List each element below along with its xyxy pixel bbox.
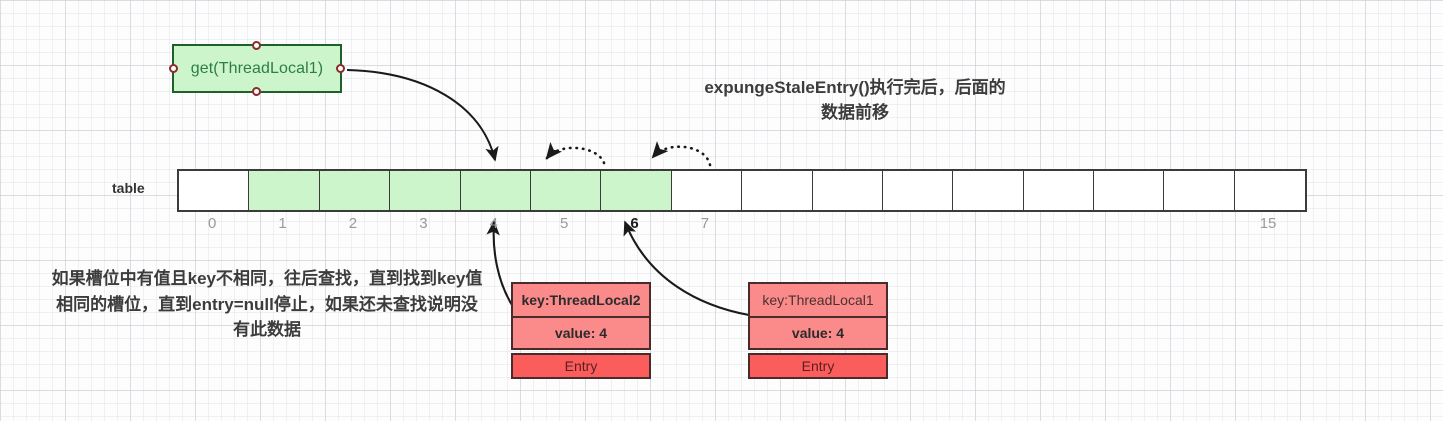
entry-key: key:ThreadLocal1 [748, 282, 888, 316]
table-label: table [112, 180, 145, 196]
get-threadlocal-node[interactable]: get(ThreadLocal1) [169, 41, 345, 96]
table-slot[interactable] [1234, 171, 1306, 210]
table-slot-index: 6 [630, 215, 639, 232]
entry-key: key:ThreadLocal2 [511, 282, 651, 316]
port-left[interactable] [169, 63, 178, 73]
table-slot-index [1022, 215, 1092, 237]
port-right[interactable] [336, 63, 345, 73]
table-slot[interactable] [882, 171, 954, 210]
table-slot[interactable] [530, 171, 602, 210]
table-slot-index [811, 215, 881, 237]
port-top[interactable] [252, 41, 261, 50]
table-slot[interactable] [671, 171, 743, 210]
table-slot[interactable] [1094, 171, 1165, 210]
lookup-note-text: 如果槽位中有值且key不相同，往后查找，直到找到key值相同的槽位，直到entr… [51, 269, 483, 339]
arrow-shift-7-to-6 [651, 141, 712, 167]
entry-footer: Entry [748, 353, 888, 379]
table-slot[interactable] [390, 171, 461, 210]
entry-card-threadlocal2: key:ThreadLocal2 value: 4 Entry [511, 282, 651, 379]
table-index-labels: 0 1 2 3 4 5 6 7 15 [177, 215, 1303, 237]
table-slot[interactable] [1164, 171, 1235, 210]
arrow-get-to-slot4 [346, 68, 499, 162]
table-slot-index: 1 [278, 215, 287, 232]
table-slot-index: 4 [489, 215, 498, 232]
port-bottom[interactable] [252, 87, 261, 96]
table-slot[interactable] [812, 171, 883, 210]
table-slots [177, 169, 1308, 212]
table-slot-index: 15 [1259, 215, 1277, 232]
table-slot-index: 2 [348, 215, 358, 232]
get-node-label: get(ThreadLocal1) [190, 59, 324, 77]
entry-footer: Entry [511, 353, 651, 379]
table-slot-index: 3 [419, 215, 428, 232]
arrow-shift-6-to-5 [545, 141, 606, 165]
table-slot-index: 0 [208, 215, 217, 232]
table-slot[interactable] [319, 171, 391, 210]
table-slot-index [951, 215, 1021, 237]
table-slot[interactable] [953, 171, 1024, 210]
entry-value: value: 4 [511, 316, 651, 350]
table-slot-index: 7 [700, 215, 710, 232]
entry-value: value: 4 [748, 316, 888, 350]
table-slot-index: 5 [559, 215, 569, 232]
table-slot[interactable] [742, 171, 813, 210]
table-slot[interactable] [601, 171, 672, 210]
table-slot[interactable] [249, 171, 320, 210]
table-slot[interactable] [1023, 171, 1095, 210]
table-slot-index [740, 215, 810, 237]
table-slot-index [1092, 215, 1162, 237]
table-slot[interactable] [179, 171, 250, 210]
table-slot-index [881, 215, 951, 237]
table-slot-index [1162, 215, 1232, 237]
table-slot[interactable] [460, 171, 531, 210]
entry-card-threadlocal1: key:ThreadLocal1 value: 4 Entry [748, 282, 888, 379]
headline-text: expungeStaleEntry()执行完后，后面的数据前移 [704, 78, 1006, 122]
